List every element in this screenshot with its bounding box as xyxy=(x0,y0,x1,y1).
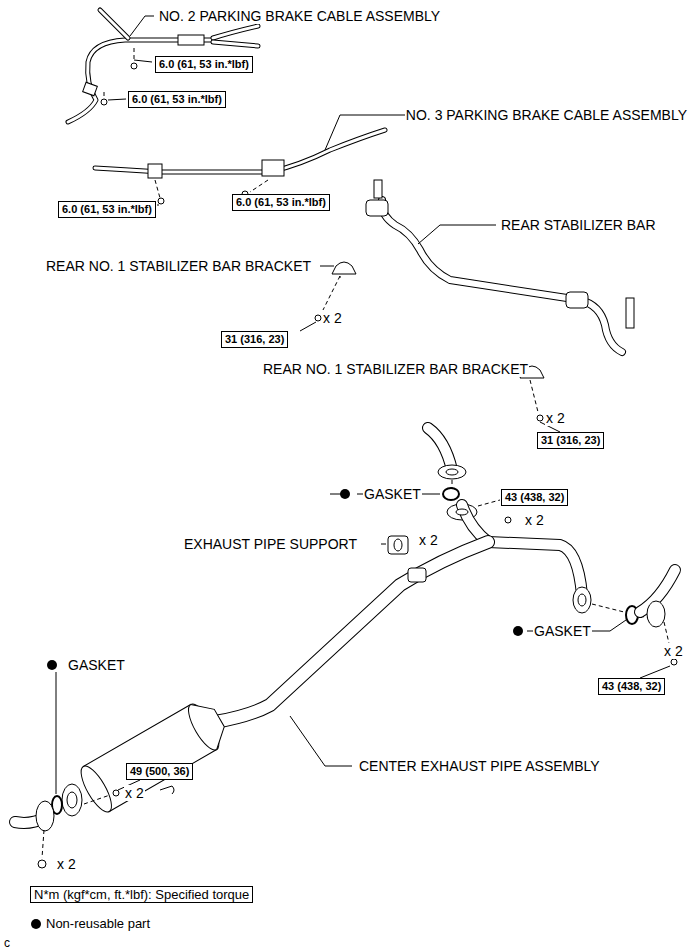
part-name: NO. 3 PARKING BRAKE CABLE ASSEMBLY xyxy=(405,107,688,123)
part-name: REAR STABILIZER BAR xyxy=(500,217,657,233)
part-name: REAR NO. 1 STABILIZER BAR BRACKET xyxy=(262,361,529,377)
torque-spec-box: 31 (316, 23) xyxy=(221,331,288,348)
part-name: GASKET xyxy=(363,486,422,502)
non-reusable-mark xyxy=(340,489,350,499)
torque-value: 31 (316, 23) xyxy=(225,333,284,346)
non-reusable-mark xyxy=(47,660,57,670)
part-name: REAR NO. 1 STABILIZER BAR BRACKET xyxy=(45,258,312,274)
part-name: EXHAUST PIPE SUPPORT xyxy=(183,536,358,552)
torque-value: 43 (438, 32) xyxy=(602,680,661,693)
torque-value: 6.0 (61, 53 in.*lbf) xyxy=(62,203,152,216)
torque-spec-box: 6.0 (61, 53 in.*lbf) xyxy=(232,194,330,211)
torque-value: 49 (500, 36) xyxy=(130,765,189,778)
torque-value: 31 (316, 23) xyxy=(541,434,600,447)
torque-value: 6.0 (61, 53 in.*lbf) xyxy=(236,196,326,209)
torque-spec-box: 43 (438, 32) xyxy=(598,678,665,695)
quantity-label: x 2 xyxy=(124,785,145,801)
torque-value: 6.0 (61, 53 in.*lbf) xyxy=(159,58,249,71)
quantity-label: x 2 xyxy=(418,532,439,548)
non-reusable-mark xyxy=(31,919,41,929)
part-name: GASKET xyxy=(533,623,592,639)
torque-spec-box: 6.0 (61, 53 in.*lbf) xyxy=(58,201,156,218)
part-name: NO. 2 PARKING BRAKE CABLE ASSEMBLY xyxy=(158,8,441,24)
part-name: CENTER EXHAUST PIPE ASSEMBLY xyxy=(358,758,601,774)
legend-entry: Non-reusable part xyxy=(46,916,150,931)
torque-spec-box: 49 (500, 36) xyxy=(126,763,193,780)
quantity-label: x 2 xyxy=(56,856,77,872)
quantity-label: x 2 xyxy=(545,410,566,426)
torque-value: 43 (438, 32) xyxy=(505,491,564,504)
quantity-label: x 2 xyxy=(524,512,545,528)
part-name: GASKET xyxy=(67,657,126,673)
quantity-label: x 2 xyxy=(663,643,684,659)
torque-spec-box: 31 (316, 23) xyxy=(537,432,604,449)
legend-entry: N*m (kgf*cm, ft.*lbf): Specified torque xyxy=(30,886,253,903)
quantity-label: x 2 xyxy=(322,310,343,326)
figure-code: c xyxy=(3,936,11,950)
torque-spec-box: 43 (438, 32) xyxy=(501,489,568,506)
torque-value: 6.0 (61, 53 in.*lbf) xyxy=(132,93,222,106)
non-reusable-mark xyxy=(513,626,523,636)
torque-spec-box: 6.0 (61, 53 in.*lbf) xyxy=(128,91,226,108)
torque-spec-box: 6.0 (61, 53 in.*lbf) xyxy=(155,56,253,73)
